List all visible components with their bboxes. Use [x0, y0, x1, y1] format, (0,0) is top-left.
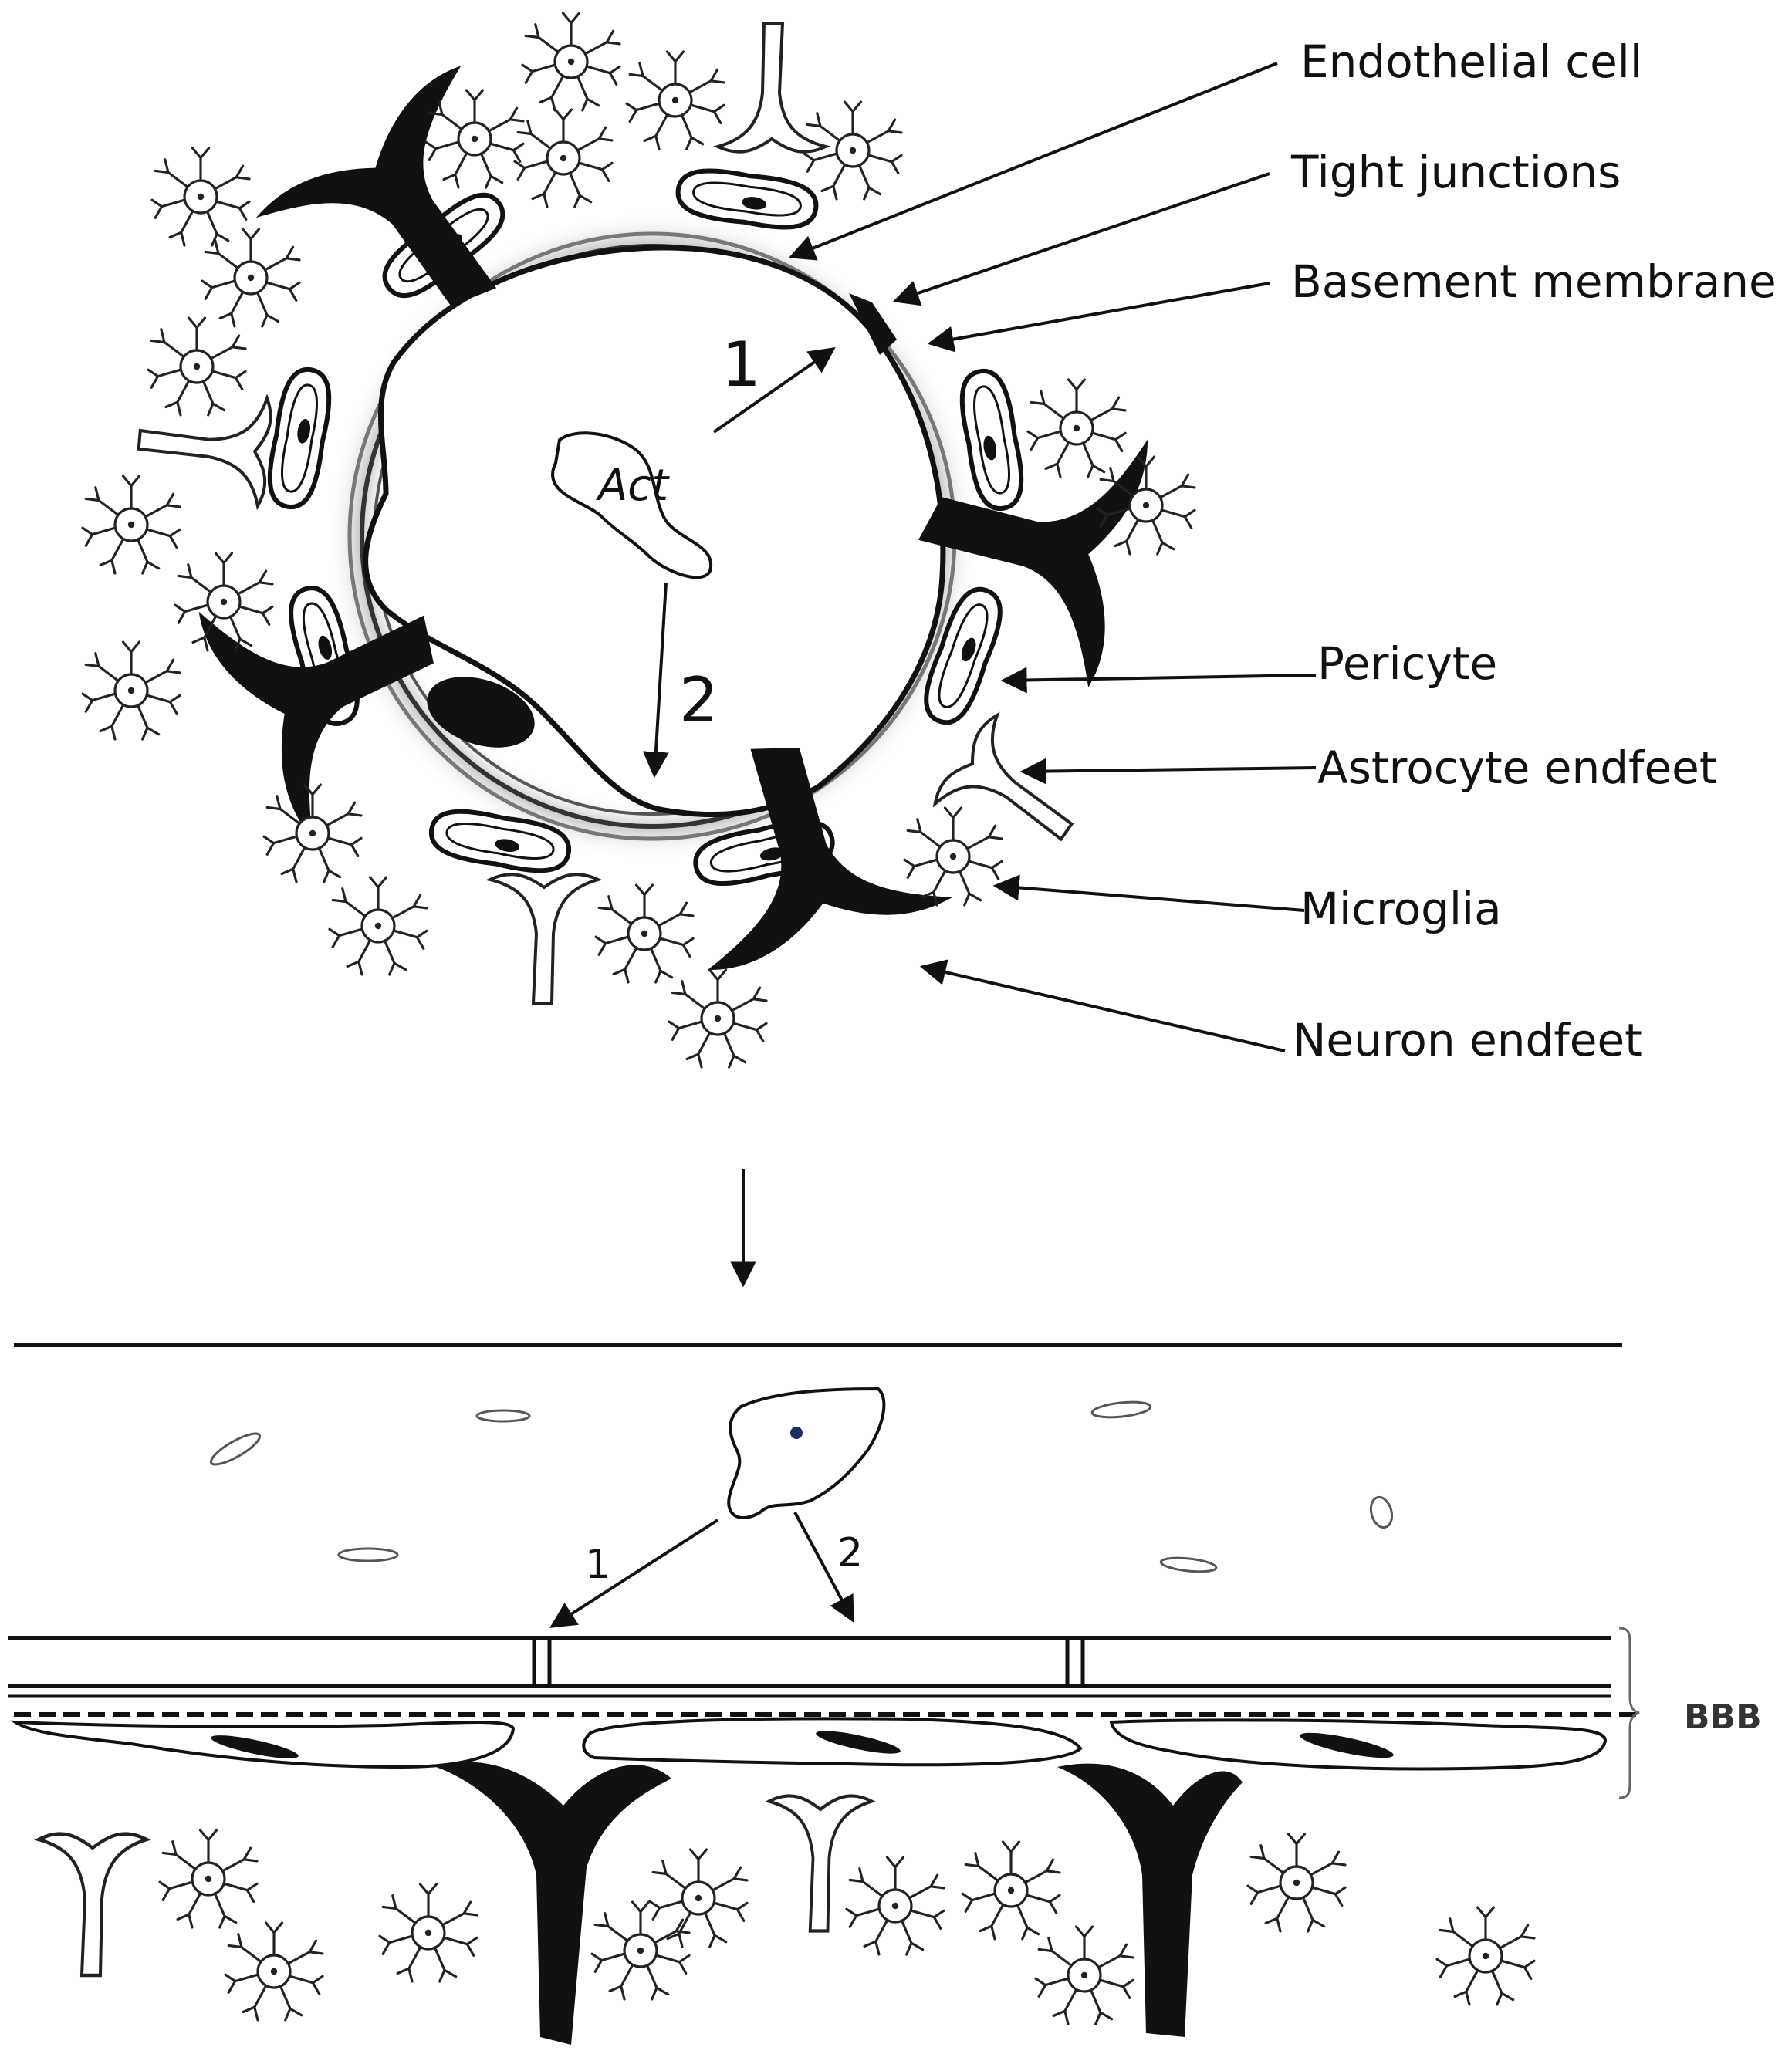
- label-microglia: Microglia: [1300, 883, 1502, 935]
- astrocyte-endfoot-linear-left: [39, 1834, 147, 1975]
- neuron-endfoot-linear-right: [1057, 1763, 1243, 2037]
- particle: [1159, 1556, 1218, 1573]
- linear-view: 1 2: [8, 1343, 1762, 2045]
- microglia: [668, 968, 768, 1069]
- microglia: [158, 1829, 259, 1929]
- label-tight-junctions: Tight junctions: [1290, 146, 1621, 198]
- particle: [337, 1547, 399, 1562]
- leader-basement: [927, 282, 1270, 353]
- act-cell-linear: [727, 1387, 886, 1520]
- bbb-bracket: [1618, 1627, 1640, 1799]
- microglia: [150, 147, 251, 247]
- pericyte-nucleus: [1300, 1732, 1394, 1758]
- microglia: [81, 640, 181, 741]
- microglia: [424, 89, 525, 189]
- label-pericyte: Pericyte: [1317, 637, 1497, 690]
- microglia: [378, 1883, 478, 1983]
- microglia: [590, 1900, 691, 2001]
- particle: [475, 1409, 531, 1423]
- microglia: [1034, 1925, 1134, 2025]
- microglia: [648, 1848, 749, 1948]
- leader-tight-junctions: [892, 172, 1270, 306]
- astrocyte-endfoot-linear-mid: [769, 1796, 872, 1931]
- act-label: Act: [596, 461, 670, 511]
- route-1-label: 1: [722, 329, 761, 400]
- microglia: [81, 475, 181, 575]
- microglia: [1246, 1833, 1347, 1933]
- neuron-endfoot-linear-left: [436, 1762, 671, 2045]
- vessel-cross-section: Act 1 2: [328, 212, 976, 860]
- route-1-arrow: [712, 347, 836, 434]
- leader-pericyte: [1000, 667, 1317, 694]
- blood-particles: [209, 1400, 1394, 1573]
- microglia: [1026, 378, 1127, 478]
- astrocyte-endfoot-left: [133, 386, 274, 508]
- top-leader-lines: [788, 62, 1317, 1052]
- microglia: [594, 883, 695, 984]
- label-endothelial-cell: Endothelial cell: [1300, 35, 1642, 88]
- label-astrocyte-endfeet: Astrocyte endfeet: [1317, 742, 1717, 794]
- bbb-label: BBB: [1684, 1698, 1762, 1737]
- neuron-endfeet-linear: [436, 1762, 1243, 2045]
- microglia: [1435, 1906, 1536, 2006]
- route-2-label-linear: 2: [837, 1530, 863, 1576]
- microglia: [521, 12, 621, 112]
- top-labels: Endothelial cell Tight junctions Basemen…: [1290, 35, 1777, 1066]
- particle: [1369, 1495, 1394, 1529]
- microglia: [147, 316, 247, 417]
- act-cell-linear-nucleus: [790, 1427, 803, 1439]
- microglia: [513, 108, 614, 208]
- pericyte-linear-nuclei: [211, 1731, 1394, 1758]
- route-2-arrow-linear: [793, 1512, 854, 1623]
- tight-junction-block: [849, 293, 897, 355]
- route-2-arrow: [642, 582, 669, 779]
- microglia: [625, 50, 725, 150]
- leader-astrocyte: [1019, 758, 1317, 785]
- pericyte-nucleus: [211, 1735, 299, 1758]
- microglia-bottom-group: [158, 1829, 1536, 2025]
- microglia: [262, 783, 363, 883]
- microglia: [845, 1856, 945, 1956]
- particle: [209, 1432, 262, 1466]
- microglia: [201, 228, 301, 328]
- route-1-arrow-linear: [549, 1519, 719, 1628]
- leader-microglia: [992, 874, 1305, 912]
- route-1-label-linear: 1: [585, 1542, 610, 1588]
- route-2-label: 2: [679, 664, 718, 736]
- leader-neuron: [919, 959, 1286, 1052]
- endothelial-nucleus: [427, 677, 535, 748]
- particle: [1090, 1400, 1152, 1419]
- pericyte-left: [264, 366, 335, 511]
- endothelial-layer: [8, 1636, 1640, 1717]
- astrocyte-endfoot-top: [716, 22, 827, 154]
- label-basement-membrane: Basement membrane: [1291, 255, 1777, 308]
- tight-junction-left: [532, 1638, 552, 1686]
- astrocyte-endfoot-bottom: [489, 873, 600, 1005]
- microglia: [224, 1921, 324, 2022]
- act-cell: [551, 431, 713, 579]
- leader-endothelial: [788, 62, 1278, 261]
- microglia: [903, 806, 1003, 907]
- microglia: [961, 1840, 1061, 1941]
- tight-junction-right: [1065, 1638, 1085, 1686]
- label-neuron-endfeet: Neuron endfeet: [1293, 1014, 1642, 1066]
- microglia: [328, 876, 428, 976]
- pericyte-nucleus: [816, 1731, 901, 1754]
